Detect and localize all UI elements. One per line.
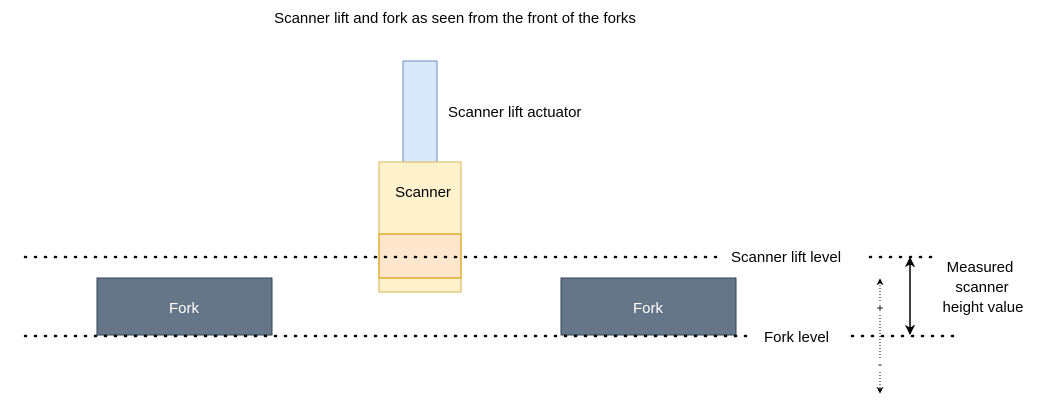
minus-sign-background bbox=[874, 358, 886, 370]
scanner-label: Scanner bbox=[395, 184, 451, 201]
fork-right-label: Fork bbox=[633, 300, 664, 317]
measured-height-label-line2: scanner bbox=[955, 279, 1008, 296]
measured-height-label-line3: height value bbox=[943, 299, 1024, 316]
fork-right bbox=[560, 277, 737, 336]
actuator-label: Scanner lift actuator bbox=[448, 104, 581, 121]
scanner-lift-level-label: Scanner lift level bbox=[731, 249, 841, 266]
diagram-title: Scanner lift and fork as seen from the f… bbox=[274, 10, 636, 27]
scanner-lift-actuator bbox=[402, 60, 438, 163]
plus-sign: + bbox=[876, 301, 883, 315]
scanner-overlap-zone bbox=[378, 233, 462, 279]
fork-level-label: Fork level bbox=[764, 329, 829, 346]
fork-left-label: Fork bbox=[169, 300, 200, 317]
measured-height-label-line1: Measured bbox=[947, 259, 1014, 276]
minus-sign: - bbox=[878, 357, 882, 371]
plus-sign-background bbox=[874, 302, 886, 314]
fork-left bbox=[96, 277, 273, 336]
